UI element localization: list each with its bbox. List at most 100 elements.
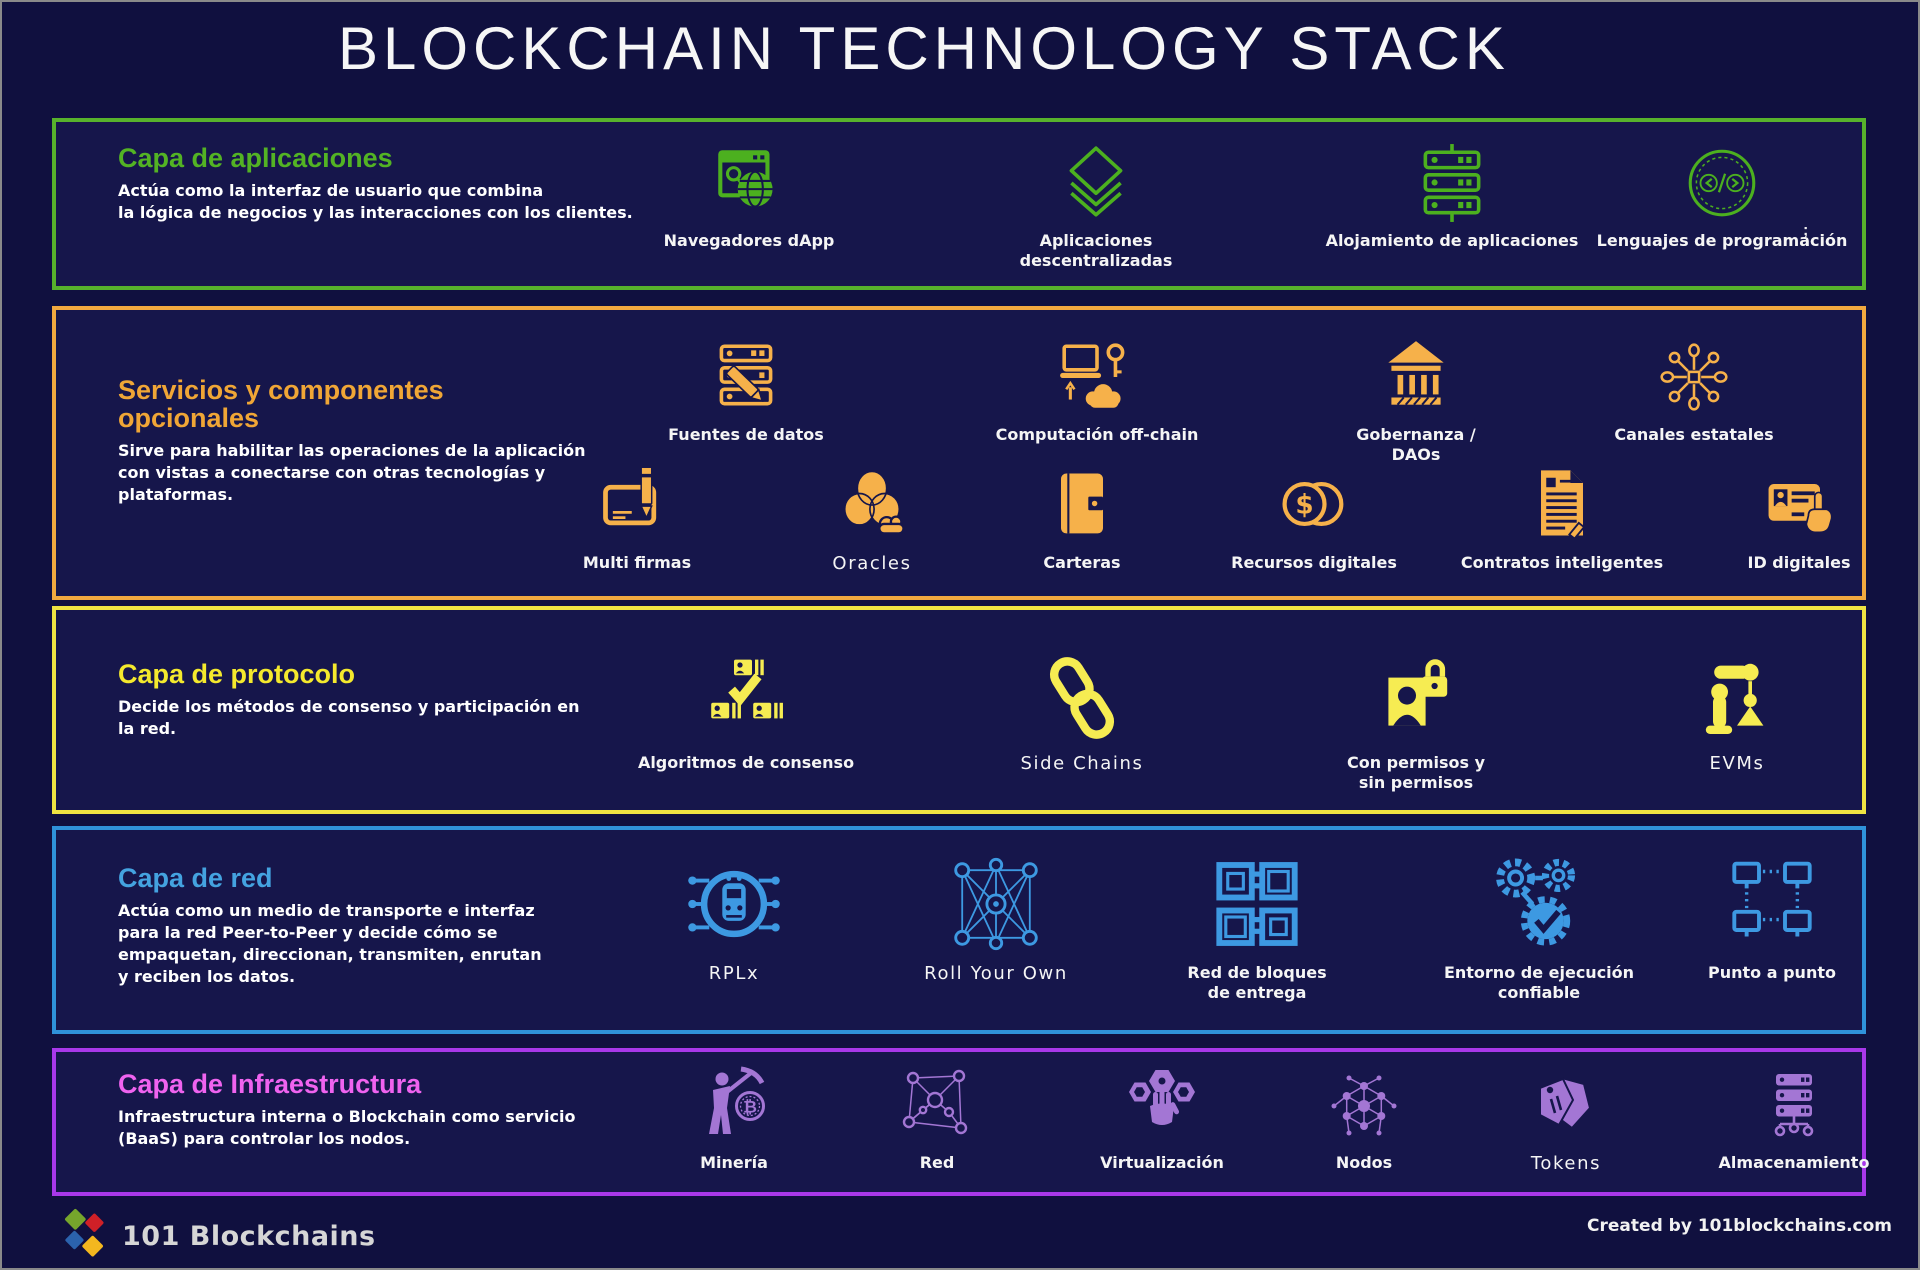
stack-item-storage: Almacenamiento [1659,1066,1920,1173]
stack-item-virtualization: Virtualización [1027,1066,1297,1173]
stack-item-label: Almacenamiento [1718,1153,1870,1172]
stack-item-network: Red [802,1066,1072,1173]
stack-item-label: Side Chains [1020,753,1144,774]
stray-semicolon: ; [1803,222,1809,239]
stack-item-label: Lenguajes de programación [1596,231,1848,250]
stack-item-point-to-point: Punto a punto [1637,852,1907,983]
stack-item-data-sources: Fuentes de datos [611,336,881,445]
stack-item-label: Oracles [832,553,912,574]
stack-item-label: Minería [700,1153,768,1172]
stack-item-block-delivery: Red de bloques de entrega [1122,852,1392,1003]
stack-item-decentralized-apps: Aplicaciones descentralizadas [961,142,1231,271]
stack-item-label: Virtualización [1100,1153,1224,1172]
stack-item-label: Computación off-chain [995,425,1199,444]
stack-item-label: Multi firmas [582,553,692,572]
virtualization-icon [1122,1066,1202,1146]
stack-item-label: Alojamiento de aplicaciones [1325,231,1579,250]
stack-item-label: Algoritmos de consenso [637,753,855,772]
consensus-algorithms-icon [698,650,794,746]
stack-item-wallets: Carteras [947,462,1217,573]
layer-heading: Capa de red [118,863,273,893]
stack-item-off-chain-computation: Computación off-chain [962,336,1232,445]
trusted-execution-icon [1487,852,1591,956]
digital-ids-icon [1757,462,1841,546]
programming-languages-icon [1681,142,1763,224]
page-title: BLOCKCHAIN TECHNOLOGY STACK [338,15,1510,82]
digital-assets-icon: $ [1272,462,1356,546]
layer-description: Actúa como un medio de transporte e inte… [118,901,542,987]
stack-item-roll-your-own: Roll Your Own [861,852,1131,986]
evms-icon [1689,650,1785,746]
state-channels-icon [1653,336,1735,418]
stack-item-permissioned: Con permisos y sin permisos [1281,650,1551,793]
layer-heading: Capa de Infraestructura [118,1069,422,1099]
stack-item-label: Recursos digitales [1231,553,1397,572]
layer-heading: Capa de protocolo [118,659,356,689]
stack-item-label: EVMs [1709,753,1765,774]
layer-heading: Capa de aplicaciones [118,143,393,173]
data-sources-icon [705,336,787,418]
stack-item-side-chains: Side Chains [947,650,1217,776]
stack-item-label: Aplicaciones descentralizadas [1019,231,1173,270]
stack-item-label: Red [919,1153,955,1172]
stack-item-rplx: RPLx [599,852,869,986]
app-hosting-icon [1411,142,1493,224]
stack-item-label: Nodos [1335,1153,1393,1172]
stack-item-evms: EVMs [1602,650,1872,776]
stack-item-label: Tokens [1530,1153,1602,1174]
multi-signatures-icon [595,462,679,546]
stack-item-nodes: Nodos [1229,1066,1499,1173]
tokens-icon [1526,1066,1606,1146]
stack-item-programming-languages: Lenguajes de programación [1587,142,1857,251]
storage-icon [1754,1066,1834,1146]
brand-logo: 101 Blockchains [58,1206,376,1267]
stack-item-digital-ids: ID digitales [1664,462,1920,573]
stack-item-label: Roll Your Own [924,963,1068,984]
point-to-point-icon [1720,852,1824,956]
nodes-icon [1324,1066,1404,1146]
stack-item-mining: ₿ Minería [599,1066,869,1173]
brand-name: 101 Blockchains [122,1221,376,1252]
wallets-icon [1040,462,1124,546]
stack-item-label: Navegadores dApp [663,231,835,250]
stack-item-label: Canales estatales [1614,425,1774,444]
stack-item-label: Con permisos y sin permisos [1346,753,1486,792]
stack-item-consensus-algorithms: Algoritmos de consenso [611,650,881,773]
stack-item-smart-contracts: Contratos inteligentes [1427,462,1697,573]
stack-item-dapp-browser: Navegadores dApp [614,142,884,251]
stack-item-app-hosting: Alojamiento de aplicaciones [1317,142,1587,251]
stack-item-label: Gobernanza / DAOs [1356,425,1476,464]
layer-heading: Servicios y componentes opcionales [118,375,444,434]
dapp-browser-icon [708,142,790,224]
rplx-icon [682,852,786,956]
stack-item-label: Entorno de ejecución confiable [1443,963,1635,1002]
governance-daos-icon [1375,336,1457,418]
stack-item-label: Punto a punto [1708,963,1836,982]
stack-item-state-channels: Canales estatales [1559,336,1829,445]
svg-text:$: $ [1295,490,1313,520]
layer-description: Actúa como la interfaz de usuario que co… [118,181,633,223]
roll-your-own-icon [944,852,1048,956]
side-chains-icon [1034,650,1130,746]
stack-item-label: Red de bloques de entrega [1187,963,1327,1002]
svg-text:₿: ₿ [743,1098,757,1118]
layer-description: Decide los métodos de consenso y partici… [118,697,580,739]
network-icon [897,1066,977,1146]
stack-item-label: Carteras [1043,553,1121,572]
stack-item-label: Contratos inteligentes [1460,553,1664,572]
layer-description: Infraestructura interna o Blockchain com… [118,1107,576,1149]
logo-cubes-icon [58,1206,110,1267]
permissioned-icon [1368,650,1464,746]
stack-item-oracles: Oracles [737,462,1007,576]
stack-item-label: RPLx [708,963,760,984]
oracles-icon [830,462,914,546]
credit-text: Created by 101blockchains.com [1587,1216,1892,1236]
off-chain-computation-icon [1056,336,1138,418]
stack-item-multi-signatures: Multi firmas [502,462,772,573]
stack-item-tokens: Tokens [1431,1066,1701,1176]
stack-item-trusted-execution: Entorno de ejecución confiable [1404,852,1674,1003]
